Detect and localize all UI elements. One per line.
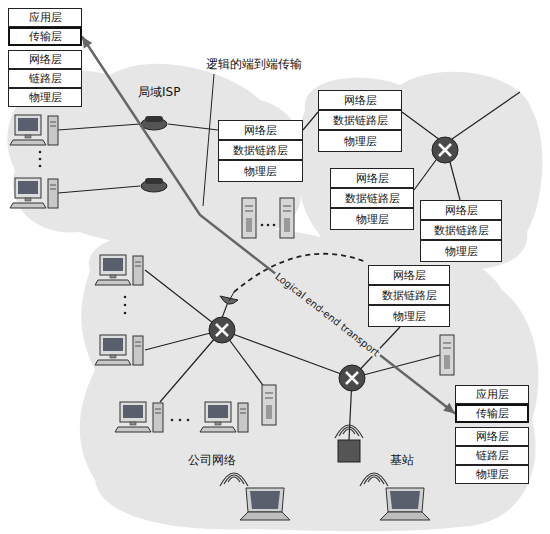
layer-box: 物理层 [218,160,303,182]
network-cloud [7,64,542,532]
layer-name: 应用层 [476,387,509,402]
layer-name: 物理层 [445,244,478,259]
layer-name: 网络层 [476,429,509,444]
wire [58,92,520,440]
transport-arrow [82,37,455,414]
layer-box: 物理层 [330,208,414,230]
layer-box: 网络层 [420,200,502,220]
layer-box: 应用层 [8,8,82,27]
layer-name: 网络层 [445,203,478,218]
laptop [220,473,430,520]
layer-name: 网络层 [244,123,277,138]
ellipsis-dots [39,151,276,422]
layer-box: 网络层 [455,427,529,446]
layer-name: 网络层 [344,93,377,108]
layer-name: 数据链路层 [333,113,388,128]
layer-box: 链路层 [455,446,529,465]
layer-name: 物理层 [244,164,277,179]
layer-box: 网络层 [8,50,82,69]
transport-line [82,37,455,414]
layer-name: 网络层 [393,268,426,283]
layer-box: 物理层 [368,305,450,327]
layer-name: 网络层 [29,52,62,67]
layer-name: 数据链路层 [233,143,288,158]
layer-name: 数据链路层 [434,223,489,238]
region-label: 基站 [390,452,414,469]
layer-box: 链路层 [8,69,82,88]
layer-name: 物理层 [476,467,509,482]
layer-box: 数据链路层 [368,285,450,305]
layer-box: 网络层 [330,168,414,188]
region-label: 逻辑的端到端传输 [206,56,302,73]
layer-box: 网络层 [318,90,402,110]
layer-box: 应用层 [455,385,529,404]
layer-name: 网络层 [356,171,389,186]
layer-name: 数据链路层 [345,191,400,206]
layer-name: 传输层 [476,406,509,421]
modem [141,116,167,192]
leader-line [203,74,214,206]
layer-name: 数据链路层 [382,288,437,303]
layer-box: 数据链路层 [318,110,402,130]
router-symbol [209,137,458,391]
layer-box: 数据链路层 [218,140,303,160]
base-station [335,425,363,462]
layer-box: 物理层 [420,240,502,262]
layer-name: 物理层 [29,90,62,105]
layer-box: 物理层 [8,88,82,107]
edge-label: Logical end-end transport [272,269,384,359]
region-label: 局域ISP [138,84,180,101]
layer-box: 物理层 [455,465,529,484]
computer [10,115,248,432]
layer-name: 物理层 [393,309,426,324]
region-label: 公司网络 [188,452,236,469]
layer-name: 链路层 [476,448,509,463]
layer-name: 链路层 [29,71,62,86]
layer-name: 物理层 [356,212,389,227]
layer-name: 应用层 [29,10,62,25]
arrow-head [443,403,455,414]
layer-box: 数据链路层 [330,188,414,208]
layer-box: 网络层 [368,265,450,285]
layer-name: 物理层 [344,134,377,149]
layer-box: 网络层 [218,120,303,140]
layer-box: 数据链路层 [420,220,502,240]
satellite-dish [220,292,238,304]
layer-box: 物理层 [318,130,402,152]
layer-box: 传输层 [8,27,82,46]
arrow-head [82,37,92,49]
layer-box: 传输层 [455,404,529,423]
layer-name: 传输层 [29,29,62,44]
